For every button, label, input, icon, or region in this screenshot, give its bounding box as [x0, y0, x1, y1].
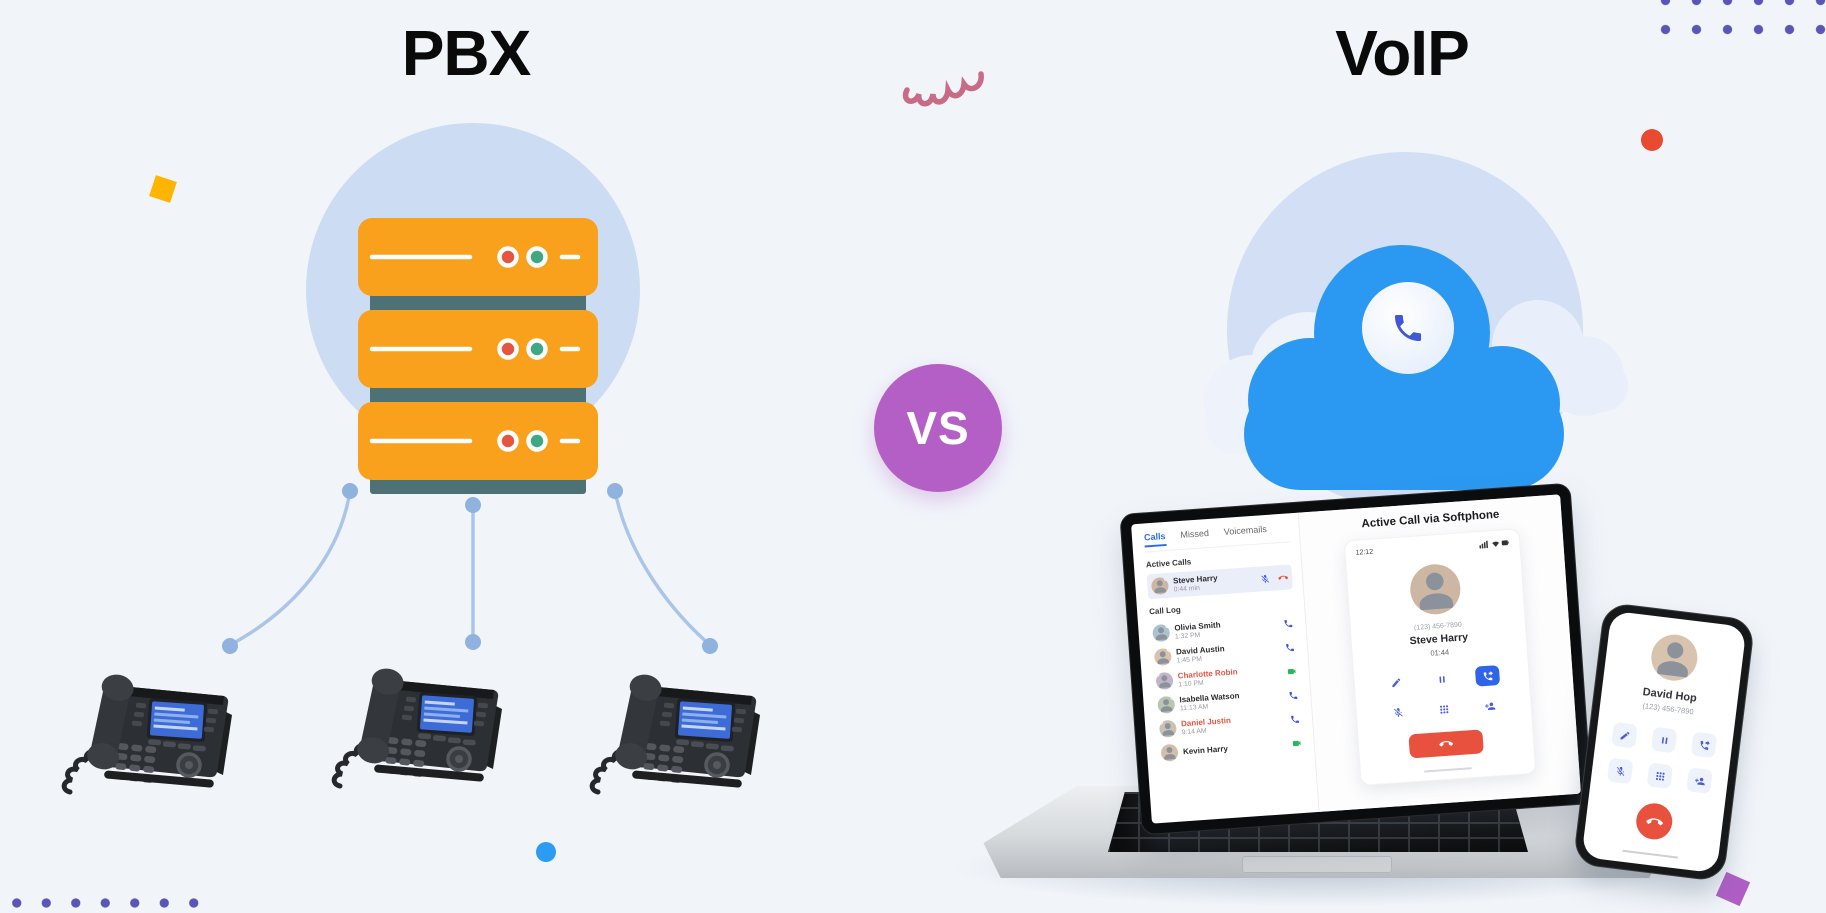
transfer-call-button[interactable]: [1690, 731, 1718, 759]
smartphone-call-screen: David Hop (123) 456-7890: [1581, 610, 1747, 874]
blue-cloud: [1244, 245, 1564, 490]
presence-dot: [1170, 695, 1176, 700]
caller-number: (123) 456-7890: [1413, 621, 1463, 632]
call-icon[interactable]: [1288, 690, 1299, 701]
call-control-grid: [1375, 664, 1510, 723]
edit-button[interactable]: [1611, 721, 1638, 749]
status-time: 12:12: [1355, 548, 1374, 557]
avatar: [1153, 647, 1172, 666]
end-call-button[interactable]: [1408, 729, 1484, 759]
laptop-screen: Calls Missed Voicemails Active Calls Ste…: [1119, 482, 1593, 836]
active-call-row[interactable]: Steve Harry 0:44 min: [1146, 564, 1293, 600]
cloud-call-badge: [1362, 282, 1454, 374]
phone-status-bar: 12:12: [1355, 538, 1509, 558]
presence-dot: [1166, 647, 1172, 652]
video-call-icon[interactable]: [1286, 666, 1297, 677]
caller-avatar: [1648, 632, 1700, 684]
dot-row-bottom-left: [2, 894, 218, 912]
avatar: [1152, 623, 1171, 642]
avatar: [1157, 695, 1176, 714]
call-icon[interactable]: [1285, 642, 1296, 653]
active-call-panel: Active Call via Softphone 12:12 (123) 45…: [1298, 494, 1581, 812]
connector-lines: [229, 490, 712, 647]
caller-avatar: [1408, 562, 1463, 616]
home-indicator: [1423, 766, 1472, 773]
add-call-button[interactable]: [1686, 767, 1713, 794]
call-icon[interactable]: [1283, 618, 1294, 629]
pink-squiggle-decoration: [902, 71, 984, 107]
presence-dot: [1163, 576, 1170, 582]
avatar: [1160, 743, 1179, 762]
mute-button[interactable]: [1606, 757, 1634, 785]
add-call-button[interactable]: [1477, 695, 1502, 717]
missed-call-marker: [1158, 719, 1164, 725]
hold-button[interactable]: [1650, 726, 1678, 754]
connector-nodes: [222, 483, 718, 654]
call-meta: Steve Harry 0:44 min: [1173, 571, 1256, 593]
end-call-button[interactable]: [1634, 801, 1675, 842]
keypad-button[interactable]: [1431, 698, 1456, 720]
hold-button[interactable]: [1429, 668, 1454, 690]
pbx-title: PBX: [401, 17, 532, 89]
signal-wifi-battery-icons: [1479, 538, 1510, 549]
video-call-icon[interactable]: [1291, 738, 1302, 749]
laptop-mockup: Calls Missed Voicemails Active Calls Ste…: [940, 482, 1770, 913]
pbx-server-illustration: [222, 123, 718, 654]
transfer-call-button[interactable]: [1474, 665, 1501, 687]
laptop-trackpad: [1242, 856, 1392, 873]
call-list-panel: Calls Missed Voicemails Active Calls Ste…: [1131, 512, 1320, 824]
missed-call-marker: [1155, 671, 1160, 677]
mute-icon[interactable]: [1260, 573, 1271, 584]
home-indicator: [1622, 849, 1679, 859]
edit-button[interactable]: [1383, 671, 1408, 693]
voip-cloud-illustration: [1204, 152, 1628, 508]
desk-phone-2: [328, 640, 528, 792]
voip-title: VoIP: [1335, 17, 1470, 89]
blue-dot-decoration: [536, 842, 556, 862]
desk-phone-3: [586, 646, 786, 798]
server-unit-1: [358, 218, 598, 296]
smartphone-frame: David Hop (123) 456-7890: [1572, 601, 1756, 883]
call-control-grid: [1601, 721, 1723, 795]
dot-grid-top-right: [1650, 0, 1826, 40]
server-unit-2: [358, 310, 598, 388]
red-dot-decoration: [1641, 129, 1663, 151]
server-unit-3: [358, 402, 598, 480]
avatar: [1150, 576, 1170, 596]
desk-phone-1: [58, 646, 258, 798]
tab-voicemails[interactable]: Voicemails: [1223, 523, 1268, 537]
contact-name: Kevin Harry: [1182, 743, 1229, 756]
call-tabs: Calls Missed Voicemails: [1143, 522, 1290, 553]
mute-button[interactable]: [1385, 701, 1410, 723]
call-icon[interactable]: [1290, 714, 1301, 725]
server-units: [358, 218, 598, 480]
tab-missed[interactable]: Missed: [1180, 527, 1210, 540]
softphone-heading: Active Call via Softphone: [1361, 508, 1500, 531]
caller-name: Steve Harry: [1409, 631, 1469, 648]
smartphone-mockup: David Hop (123) 456-7890: [1572, 601, 1756, 883]
tab-calls[interactable]: Calls: [1143, 531, 1167, 548]
presence-dot: [1165, 623, 1171, 628]
end-call-icon[interactable]: [1278, 572, 1289, 583]
call-duration: 01:44: [1430, 647, 1450, 658]
vs-badge: VS: [874, 364, 1002, 492]
softphone-call-card: 12:12 (123) 456-7890 Steve Harry 01:44: [1343, 528, 1537, 786]
keypad-button[interactable]: [1646, 762, 1674, 790]
avatar: [1158, 719, 1177, 738]
softphone-app-window: Calls Missed Voicemails Active Calls Ste…: [1131, 494, 1581, 824]
avatar: [1155, 671, 1174, 690]
